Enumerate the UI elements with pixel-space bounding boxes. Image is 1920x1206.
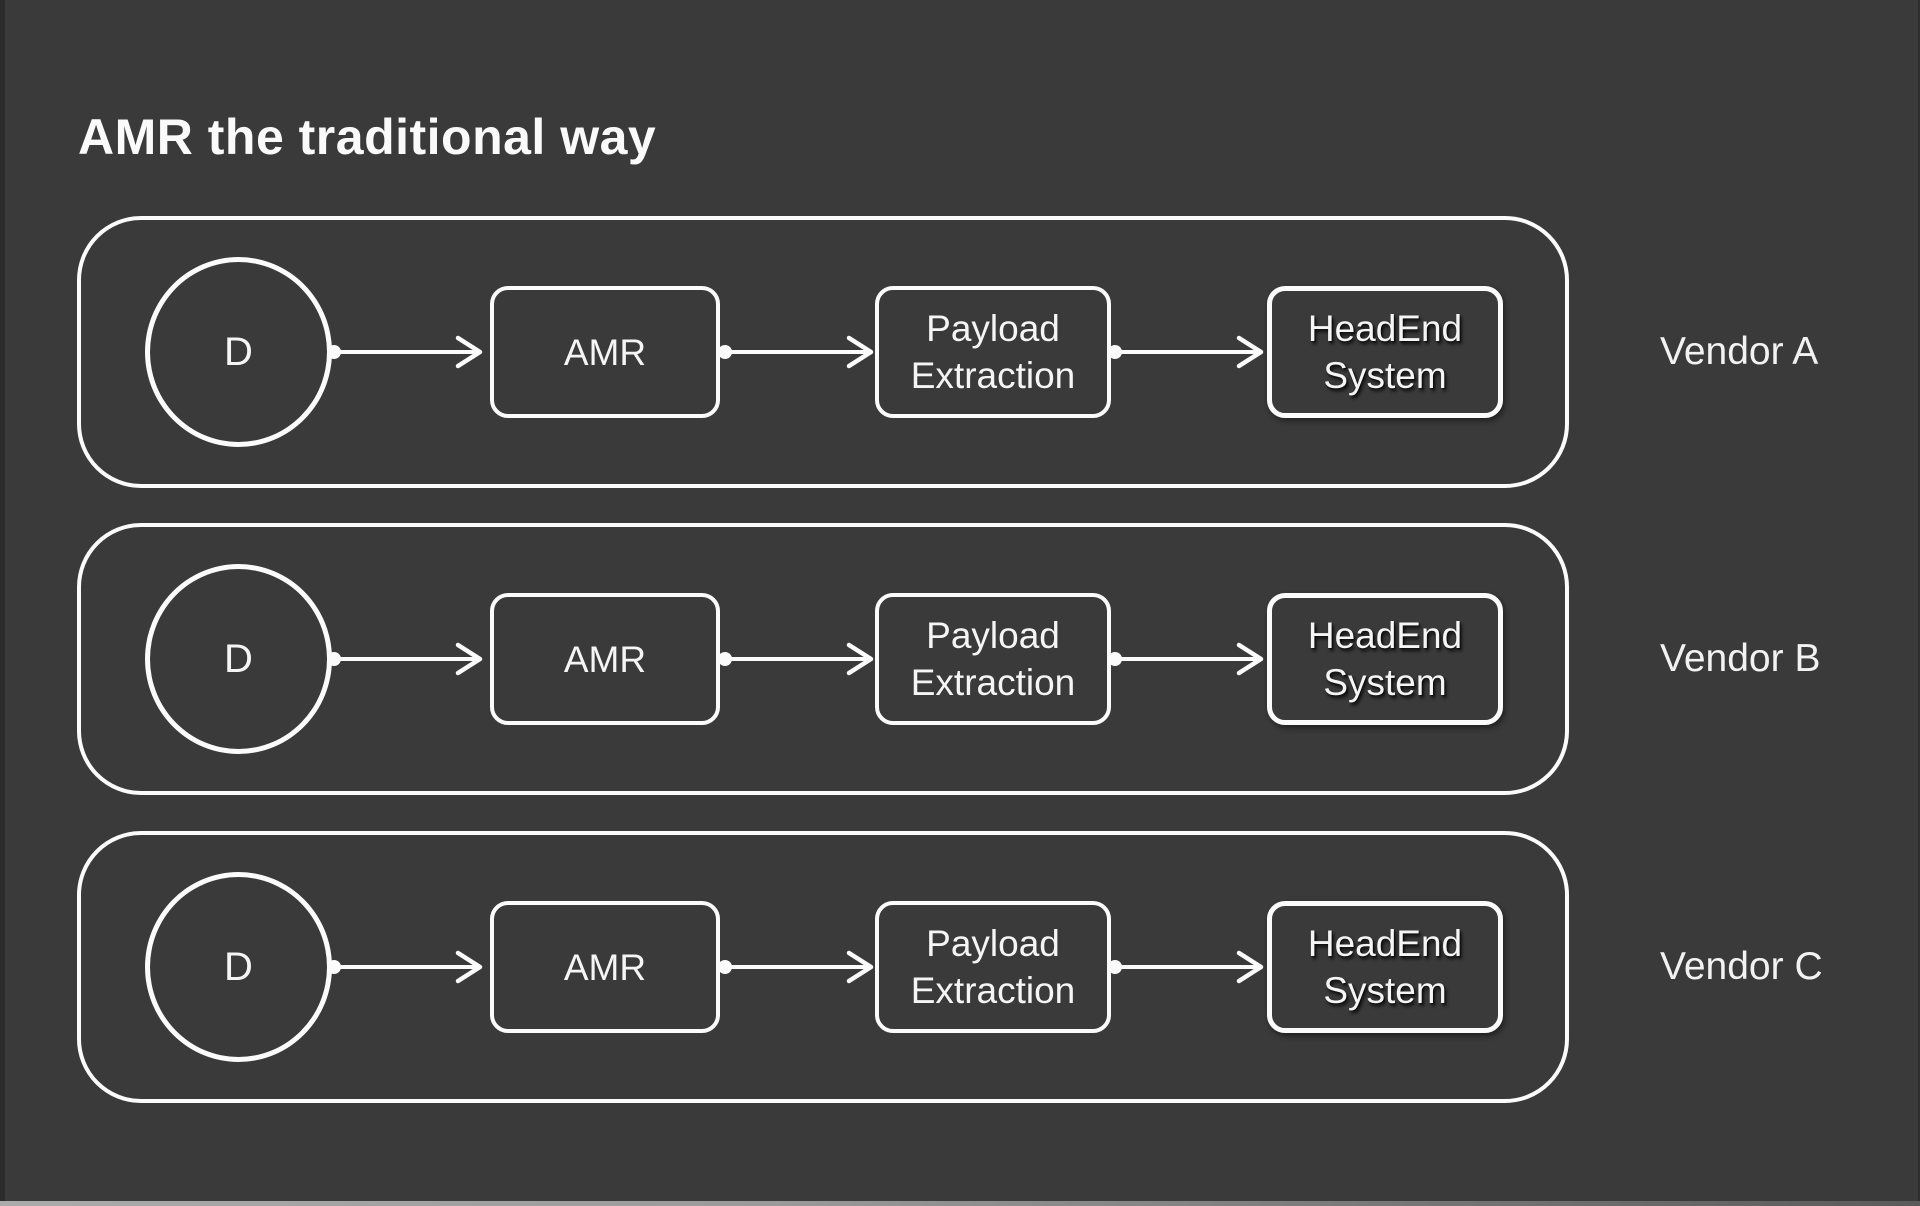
flow-arrow-icon	[1108, 950, 1264, 984]
flow-arrow-icon	[1108, 642, 1264, 676]
page-title: AMR the traditional way	[78, 108, 657, 165]
vendor-label: Vendor C	[1660, 945, 1823, 988]
device-node-label: D	[224, 329, 253, 374]
device-node: D	[145, 564, 332, 754]
screen-edge-left	[0, 0, 5, 1206]
screen-edge-bottom	[0, 1201, 1920, 1206]
step-box-payload-extraction: Payload Extraction	[875, 593, 1111, 725]
step-box-headend-system: HeadEnd System	[1267, 901, 1503, 1033]
device-node-label: D	[224, 944, 253, 989]
step-box-amr: AMR	[490, 286, 720, 418]
vendor-group-outline	[77, 216, 1569, 488]
vendor-row-a: D AMR Payload Extraction HeadEnd System …	[0, 216, 1920, 488]
vendor-label: Vendor B	[1660, 637, 1821, 680]
flow-arrow-icon	[327, 950, 483, 984]
step-box-headend-system: HeadEnd System	[1267, 593, 1503, 725]
step-box-headend-system: HeadEnd System	[1267, 286, 1503, 418]
step-box-amr: AMR	[490, 901, 720, 1033]
flow-arrow-icon	[718, 950, 874, 984]
step-box-amr: AMR	[490, 593, 720, 725]
device-node: D	[145, 872, 332, 1062]
screen-edge-right	[1918, 0, 1920, 1206]
device-node-label: D	[224, 636, 253, 681]
step-box-payload-extraction: Payload Extraction	[875, 286, 1111, 418]
vendor-group-outline	[77, 523, 1569, 795]
vendor-label: Vendor A	[1660, 330, 1819, 373]
flow-arrow-icon	[327, 335, 483, 369]
flow-arrow-icon	[1108, 335, 1264, 369]
vendor-group-outline	[77, 831, 1569, 1103]
flow-arrow-icon	[718, 642, 874, 676]
device-node: D	[145, 257, 332, 447]
flow-arrow-icon	[718, 335, 874, 369]
step-box-payload-extraction: Payload Extraction	[875, 901, 1111, 1033]
vendor-row-b: D AMR Payload Extraction HeadEnd System …	[0, 523, 1920, 795]
vendor-row-c: D AMR Payload Extraction HeadEnd System …	[0, 831, 1920, 1103]
flow-arrow-icon	[327, 642, 483, 676]
